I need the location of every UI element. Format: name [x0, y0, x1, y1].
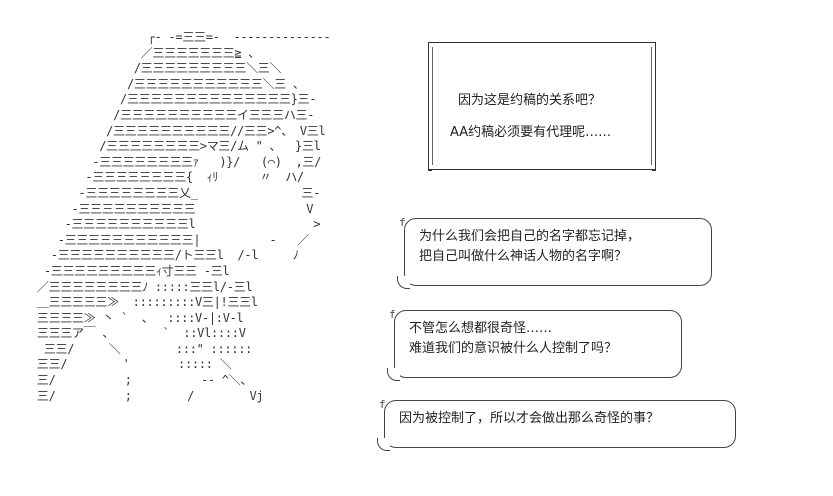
speech-bubble-2: f 为什么我们会把自己的名字都忘记掉， 把自己叫做什么神话人物的名字啊？: [397, 217, 712, 289]
bubble-tail-mark: f: [399, 216, 406, 229]
speech-box-1-line-1: 因为这是约稿的关系吧？: [458, 93, 602, 108]
speech-bubble-3-line-2: 难道我们的意识被什么人控制了吗？: [409, 341, 618, 356]
bubble-tail-mark: f: [389, 308, 396, 321]
speech-bubble-4-line-1: 因为被控制了，所以才会做出那么奇怪的事？: [399, 411, 660, 426]
speech-bubble-3: f 不管怎么想都很奇怪…… 难道我们的意识被什么人控制了吗？: [387, 309, 682, 381]
bubble-tail-mark: f: [379, 398, 386, 411]
ascii-character-art: ┌‐ -=三三=- ‐‐‐‐‐‐‐‐‐‐‐‐‐‐ ／三三三三三三三≧ 、 /三三…: [36, 30, 331, 403]
speech-bubble-4: f 因为被控制了，所以才会做出那么奇怪的事？: [377, 399, 736, 451]
speech-box-1-line-2: AA约稿必须要有代理呢……: [450, 125, 612, 140]
speech-bubble-2-line-1: 为什么我们会把自己的名字都忘记掉，: [419, 229, 641, 244]
speech-bubble-2-line-2: 把自己叫做什么神话人物的名字啊？: [419, 249, 628, 264]
speech-box-1: 因为这是约稿的关系吧？ AA约稿必须要有代理呢……: [428, 42, 656, 171]
speech-bubble-3-line-1: 不管怎么想都很奇怪……: [409, 321, 553, 336]
